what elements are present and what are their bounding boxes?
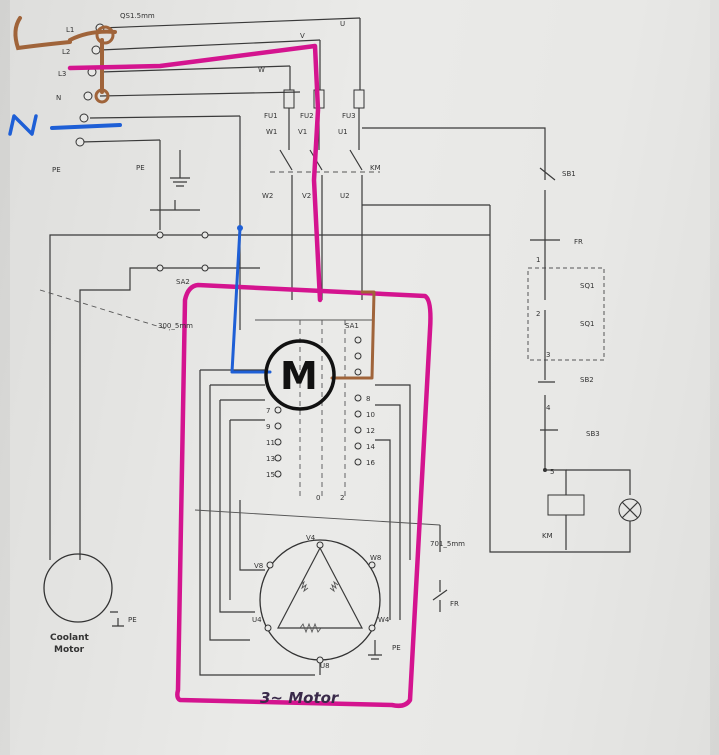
label-n2: 2 xyxy=(536,310,540,318)
label-l3: L3 xyxy=(58,70,66,78)
label-l1: L1 xyxy=(66,26,74,34)
label-wire-300: 300_5mm xyxy=(158,322,193,330)
magenta-motor-outline xyxy=(175,282,433,709)
sa1-label-n14: 14 xyxy=(366,443,375,451)
sa1-terminal xyxy=(274,422,282,430)
sa1-terminal xyxy=(354,410,362,418)
label-w4: W4 xyxy=(378,616,390,624)
control-ladder xyxy=(489,160,642,553)
label-coolant-1: Coolant xyxy=(50,633,90,643)
sa1-terminal xyxy=(354,336,362,344)
label-v: V xyxy=(300,32,305,40)
sa1-label-n15: 15 xyxy=(266,471,275,479)
hand-drawn-motor-circle xyxy=(264,339,336,411)
label-sq1b: SQ1 xyxy=(580,320,594,328)
blue-dot xyxy=(237,225,243,231)
fr-thermal-contact xyxy=(432,580,448,612)
label-n3: 3 xyxy=(546,351,550,359)
blue-neutral-motor-wire xyxy=(230,226,272,374)
label-sa1: SA1 xyxy=(345,322,359,330)
label-w1: W1 xyxy=(266,128,277,136)
label-qs: QS1.5mm xyxy=(120,12,155,20)
sa1-terminal xyxy=(354,458,362,466)
coolant-motor-symbol xyxy=(43,553,124,627)
label-n5: 5 xyxy=(550,468,554,476)
sa1-label-n16: 16 xyxy=(366,459,375,467)
label-fu3: FU3 xyxy=(342,112,356,120)
sa1-terminal xyxy=(274,454,282,462)
label-wire-701: 701_5mm xyxy=(430,540,465,548)
brown-line-motor-wire xyxy=(330,290,376,380)
sa1-terminal xyxy=(354,394,362,402)
label-sb2: SB2 xyxy=(580,376,594,384)
label-fr: FR xyxy=(574,238,583,246)
label-pe2: PE xyxy=(136,164,145,172)
label-fr-contact: FR xyxy=(450,600,459,608)
label-pe-motor: PE xyxy=(392,644,401,652)
label-sb3: SB3 xyxy=(586,430,600,438)
sa1-label-n9: 9 xyxy=(266,423,270,431)
sa1-label-n11: 11 xyxy=(266,439,275,447)
control-feed xyxy=(362,127,546,206)
motor-m-symbol: M xyxy=(280,354,318,398)
supply-lines xyxy=(79,17,361,330)
label-n: N xyxy=(56,94,61,102)
sa1-label-n8: 8 xyxy=(366,395,370,403)
sa1-terminal xyxy=(354,368,362,376)
sa1-label-n10: 10 xyxy=(366,411,375,419)
supply-terminals xyxy=(75,23,105,147)
label-fu1: FU1 xyxy=(264,112,278,120)
sa1-label-n7: 7 xyxy=(266,407,270,415)
label-v2: V2 xyxy=(302,192,311,200)
label-v8: V8 xyxy=(254,562,263,570)
three-phase-motor-symbol xyxy=(259,539,382,675)
label-km-contact: KM xyxy=(370,164,381,172)
label-v1: V1 xyxy=(298,128,307,136)
label-l2: L2 xyxy=(62,48,70,56)
sa1-terminal xyxy=(274,470,282,478)
sa1-label-n13: 13 xyxy=(266,455,275,463)
label-sq1a: SQ1 xyxy=(580,282,594,290)
label-pos0: 0 xyxy=(316,494,320,502)
sa1-contacts: 7 9 11 13 15 8 10 12 14 16 xyxy=(266,336,375,479)
magenta-phase-wire xyxy=(67,43,323,303)
label-w: W xyxy=(258,66,265,74)
sa1-terminal xyxy=(354,352,362,360)
sa2-switch xyxy=(39,200,490,560)
label-n1: 1 xyxy=(536,256,540,264)
label-u: U xyxy=(340,20,345,28)
label-u2: U2 xyxy=(340,192,350,200)
label-coolant-2: Motor xyxy=(54,645,85,655)
sa1-terminal xyxy=(274,438,282,446)
label-v4: V4 xyxy=(306,534,316,542)
label-fu2: FU2 xyxy=(300,112,314,120)
label-n4: 4 xyxy=(546,404,551,412)
label-sb1: SB1 xyxy=(562,170,576,178)
label-w8: W8 xyxy=(370,554,381,562)
label-pos2: 2 xyxy=(340,494,344,502)
label-km-coil: KM xyxy=(542,532,553,540)
label-u1: U1 xyxy=(338,128,348,136)
annotation-neutral-wire xyxy=(8,114,122,136)
sa1-terminal xyxy=(354,426,362,434)
label-pe: PE xyxy=(52,166,61,174)
pe-ground-symbol xyxy=(170,150,190,187)
sa1-terminal xyxy=(354,442,362,450)
sa1-label-n12: 12 xyxy=(366,427,375,435)
label-w2: W2 xyxy=(262,192,273,200)
label-pe-coolant: PE xyxy=(128,616,137,624)
sa1-terminal xyxy=(274,406,282,414)
label-sa2: SA2 xyxy=(176,278,190,286)
label-motor-caption: 3~ Motor xyxy=(260,689,340,707)
km-main-contacts xyxy=(270,149,380,300)
label-u4: U4 xyxy=(252,616,262,624)
motor-internal-wiring xyxy=(194,369,441,676)
label-u8: U8 xyxy=(320,662,330,670)
